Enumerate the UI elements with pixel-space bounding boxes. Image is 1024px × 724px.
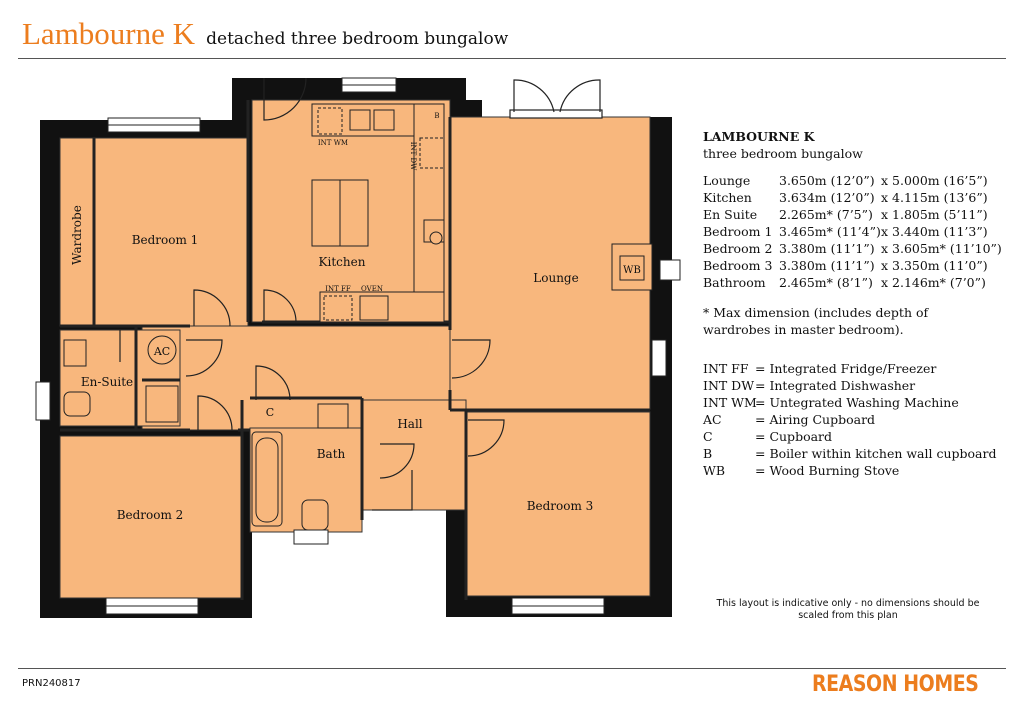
room-label-bedroom-3: Bedroom 3 — [527, 499, 594, 513]
plan-reference-code: PRN240817 — [22, 678, 81, 689]
label-int-wm: INT WM — [318, 139, 348, 147]
legend-row: B= Boiler within kitchen wall cupboard — [703, 446, 997, 461]
max-dimension-note: * Max dimension (includes depth of wardr… — [703, 305, 929, 337]
room-label-kitchen: Kitchen — [319, 255, 366, 269]
panel-title: LAMBOURNE K — [703, 129, 815, 144]
legend-row: C= Cupboard — [703, 429, 833, 444]
label-airing-cupboard: AC — [153, 345, 170, 358]
panel-subtitle: three bedroom bungalow — [703, 146, 863, 161]
info-panel: LAMBOURNE K three bedroom bungalow Loung… — [703, 128, 1002, 479]
windows — [35, 77, 667, 615]
bathroom-fixtures — [63, 243, 681, 531]
label-oven: OVEN — [361, 285, 383, 293]
plan-subtitle: detached three bedroom bungalow — [206, 29, 509, 49]
label-cupboard: C — [266, 406, 274, 419]
brand-logo: REASON HOMES — [812, 672, 979, 697]
room-label-bedroom-2: Bedroom 2 — [117, 508, 184, 522]
kitchen-units — [311, 103, 445, 323]
disclaimer: This layout is indicative only - no dime… — [716, 598, 980, 621]
footer-divider — [18, 668, 1006, 669]
room-label-hall: Hall — [397, 417, 422, 431]
legend-row: INT FF= Integrated Fridge/Freezer — [703, 361, 937, 376]
french-doors — [509, 79, 603, 119]
label-wood-burning-stove: WB — [623, 265, 641, 276]
page-title: Lambourne K detached three bedroom bunga… — [22, 16, 508, 52]
label-int-ff: INT FF — [325, 285, 351, 293]
bedroom-2-floor — [59, 435, 243, 599]
header-divider — [18, 58, 1006, 59]
label-boiler: B — [434, 112, 439, 120]
room-label-bath: Bath — [317, 447, 346, 461]
legend-row: WB= Wood Burning Stove — [703, 463, 900, 478]
bedroom-1-floor — [59, 137, 249, 327]
legend-row: INT DW= Integrated Dishwasher — [703, 378, 916, 393]
plan-name: Lambourne K — [22, 16, 196, 51]
room-label-lounge: Lounge — [533, 271, 578, 285]
doors — [119, 77, 505, 511]
room-label-ensuite: En-Suite — [81, 375, 133, 389]
room-label-wardrobe: Wardrobe — [70, 205, 84, 265]
floor-plan: Bedroom 1 Wardrobe Kitchen Lounge En-Sui… — [35, 77, 681, 618]
label-int-dw: INT DW — [409, 142, 417, 171]
legend-row: INT WM= Untegrated Washing Machine — [703, 395, 959, 410]
abbreviation-legend: INT FF= Integrated Fridge/Freezer INT DW… — [703, 360, 1002, 479]
legend-row: AC= Airing Cupboard — [703, 412, 876, 427]
hall-lower-floor — [361, 399, 467, 511]
room-label-bedroom-1: Bedroom 1 — [132, 233, 199, 247]
